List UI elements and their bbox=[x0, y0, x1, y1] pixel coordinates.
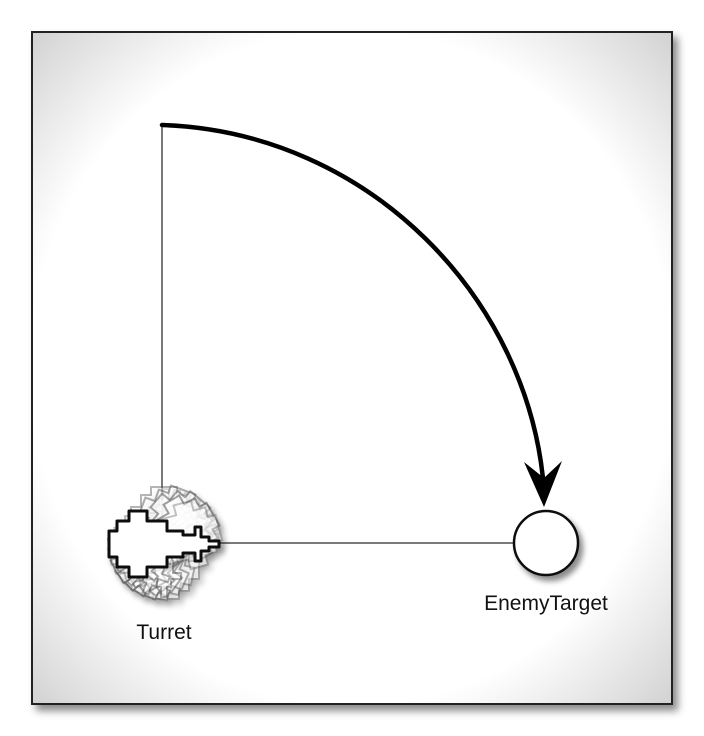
enemy-target-label: EnemyTarget bbox=[484, 592, 608, 615]
enemy-target-icon bbox=[512, 509, 580, 577]
rotation-arc-arrow bbox=[159, 122, 547, 493]
turret-label: Turret bbox=[136, 621, 191, 644]
arrowhead-icon bbox=[524, 461, 562, 507]
